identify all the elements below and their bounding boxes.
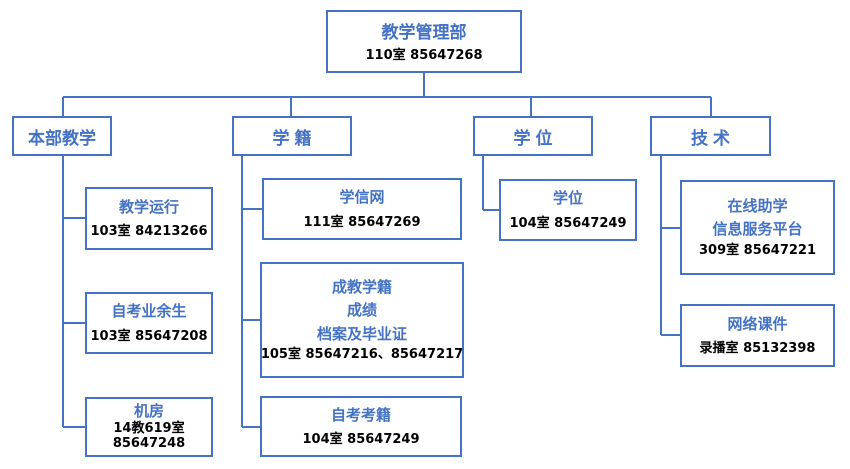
dept-title: 学位 bbox=[513, 128, 558, 149]
dept-jishu: 技术 bbox=[650, 116, 771, 156]
dept-title: 技术 bbox=[691, 128, 735, 149]
unit-title-line2: 成绩 bbox=[346, 301, 377, 320]
unit-detail-line1: 14教619室 bbox=[113, 420, 185, 436]
unit-title: 网络课件 bbox=[727, 314, 788, 333]
dept-title: 本部教学 bbox=[28, 128, 96, 149]
dept-title: 学籍 bbox=[272, 128, 317, 149]
unit-title: 自考业余生 bbox=[111, 302, 187, 321]
unit-title: 机房 bbox=[133, 402, 164, 421]
unit-zikao-yusheng: 自考业余生 103室 85647208 bbox=[85, 292, 213, 354]
unit-title: 教学运行 bbox=[118, 197, 179, 216]
unit-xuexinwang: 学信网 111室 85647269 bbox=[262, 178, 462, 240]
unit-title: 学位 bbox=[552, 189, 583, 208]
unit-detail: 309室 85647221 bbox=[698, 242, 817, 258]
root-title: 教学管理部 bbox=[381, 22, 467, 43]
unit-wangluo-kejian: 网络课件 录播室 85132398 bbox=[680, 304, 835, 367]
unit-chengjiao-xueji: 成教学籍 成绩 档案及毕业证 105室 85647216、85647217 bbox=[260, 262, 464, 378]
unit-detail: 103室 84213266 bbox=[90, 224, 208, 240]
unit-zaixian-zhuxue: 在线助学 信息服务平台 309室 85647221 bbox=[680, 180, 835, 275]
dept-xueji: 学籍 bbox=[232, 116, 352, 156]
unit-detail: 录播室 85132398 bbox=[699, 341, 816, 357]
unit-detail-line2: 85647248 bbox=[112, 435, 186, 451]
root-detail: 110室 85647268 bbox=[365, 47, 483, 63]
unit-detail: 103室 85647208 bbox=[90, 328, 208, 344]
unit-xuewei: 学位 104室 85647249 bbox=[499, 179, 637, 241]
unit-title: 自考考籍 bbox=[330, 405, 391, 424]
unit-title-line2: 信息服务平台 bbox=[712, 220, 803, 239]
unit-detail: 104室 85647249 bbox=[302, 432, 420, 448]
unit-zikao-kaoji: 自考考籍 104室 85647249 bbox=[260, 396, 462, 457]
unit-jifang: 机房 14教619室 85647248 bbox=[85, 397, 213, 457]
dept-xuewei: 学位 bbox=[473, 116, 593, 156]
unit-jiaoxue-yunxing: 教学运行 103室 84213266 bbox=[85, 187, 213, 250]
unit-detail: 111室 85647269 bbox=[303, 214, 421, 230]
unit-detail: 105室 85647216、85647217 bbox=[260, 346, 464, 362]
unit-detail: 104室 85647249 bbox=[509, 215, 627, 231]
root-node: 教学管理部 110室 85647268 bbox=[326, 10, 522, 73]
unit-title-line3: 档案及毕业证 bbox=[316, 324, 407, 343]
unit-title-line1: 在线助学 bbox=[727, 197, 788, 216]
unit-title-line1: 成教学籍 bbox=[331, 278, 392, 297]
unit-title: 学信网 bbox=[339, 188, 385, 207]
dept-benbu-jiaoxue: 本部教学 bbox=[12, 116, 112, 156]
